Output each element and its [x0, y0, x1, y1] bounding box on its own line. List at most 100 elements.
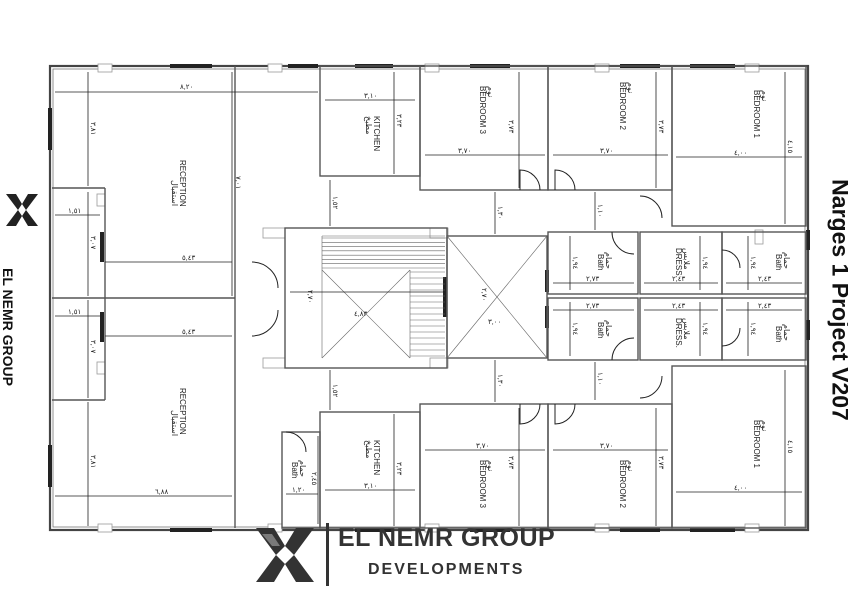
dim-bath5-h: ٢,٤٥	[310, 472, 317, 485]
bath-3-ar: حمام	[782, 252, 791, 269]
dim-bed2-bottom-h: ٣,٧٣	[657, 456, 664, 469]
bottom-brand-logo: EL NEMR GROUP DEVELOPMENTS	[252, 520, 597, 590]
staircase	[321, 235, 548, 359]
dim-bed3-top-w: ٣,٧٠	[458, 148, 471, 155]
dim-passage-top: ١,٣٠	[496, 206, 503, 219]
dim-hall-depth-bottom: ٥,٤٣	[182, 329, 195, 336]
dress-1-label: DRESS.	[674, 248, 683, 278]
bedroom2-top-label: BEDROOM 2	[618, 82, 627, 131]
dim-bed2-bottom-w: ٣,٧٠	[600, 443, 613, 450]
dim-kitchen-bottom-w: ٣,١٠	[364, 483, 377, 490]
dim-kitchen-top-w: ٣,١٠	[364, 93, 377, 100]
project-title: Narges 1 Project V207	[820, 140, 848, 460]
side-brand-name: EL NEMR GROUP	[0, 268, 16, 386]
bath-1-label: Bath	[596, 254, 605, 270]
bedroom3-bottom-ar: نوم	[486, 460, 495, 471]
bedroom3-bottom-label: BEDROOM 3	[478, 460, 487, 509]
dim-bath1-h: ١,٩٤	[571, 256, 578, 269]
bedroom2-top-ar: نوم	[626, 82, 635, 93]
doors	[251, 169, 741, 453]
side-brand-text: EL NEMR GROUP DEVELOPMENTS	[0, 268, 16, 386]
dim-lift-h: ٢,٧٠	[480, 288, 487, 301]
dim-hall-height-top: ٣,٠٧	[89, 236, 96, 249]
dim-bath3-h: ١,٩٤	[749, 256, 756, 269]
dim-dress1-h: ١,٩٤	[701, 256, 708, 269]
dim-hall-width-top: ١,٥١	[68, 208, 81, 215]
project-title-text: Narges 1 Project V207	[827, 179, 848, 421]
dim-bed1-bottom-w: ٤,٠٠	[734, 485, 747, 492]
bedroom2-bottom-ar: نوم	[626, 460, 635, 471]
kitchen-top-ar: مطبخ	[364, 116, 373, 134]
dim-kitchen-bottom-h: ٣,٢٣	[395, 462, 402, 475]
bath-5-ar: حمام	[298, 460, 307, 477]
dress-2-label: DRESS.	[674, 318, 683, 348]
bath-1-ar: حمام	[604, 252, 613, 269]
bedroom1-top-label: BEDROOM 1	[752, 90, 761, 139]
logo-divider	[326, 523, 329, 586]
dim-bath4-w: ٢,٤٣	[758, 303, 771, 310]
kitchen-top-label: KITCHEN	[372, 116, 381, 151]
dim-left-bottom: ٣,٨١	[89, 455, 96, 468]
bottom-brand-sub: DEVELOPMENTS	[368, 561, 525, 578]
bath-5-label: Bath	[290, 462, 299, 478]
dim-top-width: ٨,٢٠	[180, 84, 193, 91]
dim-hall-depth-top: ٥,٤٣	[182, 255, 195, 262]
bedroom1-bottom-ar: نوم	[760, 420, 769, 431]
dim-stair-w: ٤,٨٣	[354, 311, 367, 318]
reception-bottom-label: RECEPTION	[178, 388, 187, 435]
dim-bed1-bottom-h: ٤,١٥	[786, 440, 793, 453]
bath-4-ar: حمام	[782, 324, 791, 341]
dim-bed2-top-w: ٣,٧٠	[600, 148, 613, 155]
dim-passage-mid-top: ١,١٠	[596, 204, 603, 217]
dim-hall-width-bottom: ١,٥١	[68, 309, 81, 316]
dim-bath4-h: ١,٩٤	[749, 322, 756, 335]
dim-bath2-w: ٢,٧٣	[586, 303, 599, 310]
dim-bed1-top-w: ٤,٠٠	[734, 150, 747, 157]
dim-reception-height: ٧,٠١	[234, 176, 241, 189]
dim-kitchen-top-h: ٣,٢٣	[395, 114, 402, 127]
room-labels: استقبال RECEPTION استقبال RECEPTION مطبخ…	[170, 82, 791, 509]
dim-passage-bottom: ١,٣٠	[496, 374, 503, 387]
kitchen-bottom-label: KITCHEN	[372, 440, 381, 475]
bedroom3-top-label: BEDROOM 3	[478, 86, 487, 135]
dim-lobby-w: ٣,٠٠	[488, 319, 501, 326]
dim-left-top: ٣,٨١	[89, 122, 96, 135]
dim-corridor-top: ١,٥٢	[331, 196, 338, 209]
dimension-labels: ٨,٢٠ ٧,٠١ ٣,٨١ ١,٥١ ٣,٠٧ ٥,٤٣ ٥,٤٣ ١,٥١ …	[68, 84, 793, 496]
bottom-brand-name: EL NEMR GROUP	[338, 524, 556, 552]
reception-bottom-ar: استقبال	[170, 410, 179, 436]
bedroom2-bottom-label: BEDROOM 2	[618, 460, 627, 509]
kitchen-bottom-ar: مطبخ	[364, 440, 373, 458]
dim-bath1-w: ٢,٧٣	[586, 276, 599, 283]
dim-bed2-top-h: ٣,٧٣	[657, 120, 664, 133]
bedroom1-bottom-label: BEDROOM 1	[752, 420, 761, 469]
dim-dress2-h: ١,٩٤	[701, 322, 708, 335]
dim-hall-height-bottom: ٣,٠٧	[89, 340, 96, 353]
dim-bath3-w: ٢,٤٣	[758, 276, 771, 283]
dim-bath5-w: ١,٢٠	[292, 487, 305, 494]
bath-2-label: Bath	[596, 322, 605, 338]
dim-corridor-bottom: ١,٥٢	[331, 384, 338, 397]
dim-bottom-width: ٦,٨٨	[155, 489, 168, 496]
dim-dress2-w: ٢,٤٣	[672, 303, 685, 310]
bath-3-label: Bath	[774, 254, 783, 270]
bedroom1-top-ar: نوم	[760, 90, 769, 101]
dim-dress1-w: ٢,٤٣	[672, 276, 685, 283]
brand-mark-icon	[256, 528, 314, 582]
dim-bed3-bottom-w: ٣,٧٠	[476, 443, 489, 450]
dress-2-ar: ملابس	[682, 318, 691, 339]
side-brand-logo: EL NEMR GROUP DEVELOPMENTS	[0, 190, 42, 400]
bedroom3-top-ar: نوم	[486, 86, 495, 97]
interior-walls	[52, 65, 807, 529]
dim-bath2-h: ١,٩٤	[571, 322, 578, 335]
dim-bed3-top-h: ٣,٧٣	[507, 120, 514, 133]
bath-4-label: Bath	[774, 326, 783, 342]
brand-mark-icon	[6, 194, 38, 226]
reception-top-label: RECEPTION	[178, 160, 187, 207]
dim-stair-h: ٢,٧٠	[306, 290, 313, 303]
dim-passage-mid-bottom: ١,١٠	[596, 372, 603, 385]
reception-top-ar: استقبال	[170, 180, 179, 206]
dim-bed3-bottom-h: ٣,٧٣	[507, 456, 514, 469]
bath-2-ar: حمام	[604, 320, 613, 337]
